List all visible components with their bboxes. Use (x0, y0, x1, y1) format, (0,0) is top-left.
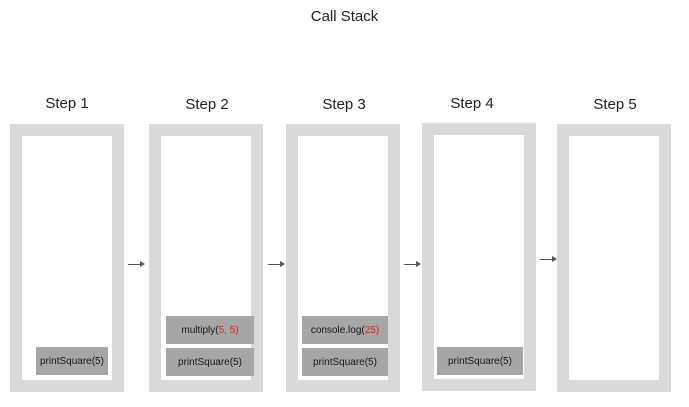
stack-frame-label: printSquare(5) (448, 355, 512, 367)
arrow-step-3-to-4 (404, 261, 421, 267)
call-stack-step-4: printSquare(5) (422, 123, 536, 391)
stack-frame-printsquare: printSquare(5) (166, 348, 254, 376)
step-5-label: Step 5 (593, 96, 637, 113)
step-2-label: Step 2 (185, 96, 229, 113)
arrow-step-1-to-2 (128, 261, 145, 267)
stack-frame-console-log: console.log(25) (302, 316, 388, 344)
step-3-label: Step 3 (322, 96, 366, 113)
call-stack-step-3: console.log(25) printSquare(5) (286, 124, 400, 392)
stack-frame-label: console.log( (310, 324, 365, 336)
stack-frame-label: printSquare(5) (40, 355, 104, 367)
stack-frame-argument: 25) (364, 324, 380, 336)
stack-frame-label: printSquare(5) (313, 356, 377, 368)
stack-frame-printsquare: printSquare(5) (437, 347, 523, 375)
stack-frame-multiply: multiply(5, 5) (166, 316, 254, 344)
step-1-label: Step 1 (45, 95, 89, 112)
call-stack-step-2: multiply(5, 5) printSquare(5) (149, 124, 263, 392)
stack-frame-printsquare: printSquare(5) (302, 348, 388, 376)
stack-frame-printsquare: printSquare(5) (36, 347, 108, 375)
call-stack-step-1: printSquare(5) (10, 124, 124, 392)
stack-frame-label: multiply( (181, 324, 219, 336)
call-stack-step-5 (557, 124, 671, 392)
step-4-label: Step 4 (450, 95, 494, 112)
arrow-step-2-to-3 (268, 261, 285, 267)
arrow-step-4-to-5 (540, 256, 557, 262)
stack-frame-label: printSquare(5) (178, 356, 242, 368)
diagram-title: Call Stack (310, 8, 379, 25)
stack-frame-argument: 5, 5) (218, 324, 239, 336)
